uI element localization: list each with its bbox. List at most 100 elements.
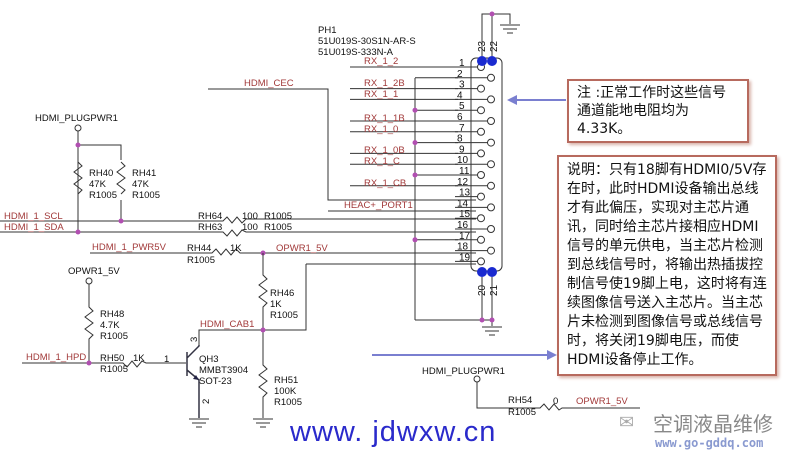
rh54-pkg: R1005 xyxy=(508,407,536,418)
rh64-ref: RH64 xyxy=(198,211,222,222)
power-port xyxy=(473,375,481,383)
net-hdmi-1-sda: HDMI_1_SDA xyxy=(4,222,64,233)
junction xyxy=(489,317,495,323)
rh40-val: 47K xyxy=(89,179,107,190)
hpd-wire xyxy=(22,360,186,368)
connector-part2: 51U019S-333N-A xyxy=(318,47,394,58)
junction xyxy=(86,360,92,366)
wechat-icon: ✉ xyxy=(619,412,635,432)
qh3-pin-b: 1 xyxy=(164,354,169,365)
rh40-ref: RH40 xyxy=(89,168,113,179)
qh3-val: MMBT3904 xyxy=(199,365,248,376)
rh63-ref: RH63 xyxy=(198,222,222,233)
power-port xyxy=(74,124,82,132)
rh50-pkg: R1005 xyxy=(100,364,128,375)
rh44-val: 1K xyxy=(230,243,242,254)
shield-pin-22 xyxy=(487,56,497,66)
net-opwr1-5v: OPWR1_5V xyxy=(276,243,328,254)
rh41-val: 47K xyxy=(132,179,150,190)
pin-number: 18 xyxy=(457,242,469,253)
pin-contact xyxy=(477,235,485,244)
rh48-ref: RH48 xyxy=(100,309,124,320)
note-explanation: 说明：只有18脚有HDMI0/5V存在时，此时HDMI设备输出总线才有此偏压，实… xyxy=(557,155,777,376)
ground-symbol xyxy=(500,24,520,34)
pin-contact xyxy=(477,171,485,179)
logo-title: 空调液晶维修 xyxy=(653,412,773,436)
pin-number: 6 xyxy=(457,112,463,123)
ground-symbol xyxy=(189,418,209,428)
rh63-pkg: R1005 xyxy=(264,222,292,233)
rh63-val: 100 xyxy=(242,222,258,233)
net-rx-1-2b: RX_1_2B xyxy=(364,78,405,89)
pin-contact xyxy=(487,117,495,125)
resistor-rh40-rh41 xyxy=(73,161,126,195)
pin-number: 9 xyxy=(459,144,465,155)
junction xyxy=(412,172,418,178)
qh3-ref: QH3 xyxy=(199,354,219,365)
rh41-pkg: R1005 xyxy=(132,190,160,201)
pin-contact xyxy=(477,149,485,158)
junction xyxy=(479,317,485,323)
net-hdmi-1-pwr5v: HDMI_1_PWR5V xyxy=(92,242,167,253)
pin-contact xyxy=(487,95,495,104)
junction xyxy=(75,142,81,148)
junction xyxy=(412,140,418,146)
net-rx-1-c: RX_1_C xyxy=(364,156,400,167)
net-hdmi-1-hpd: HDMI_1_HPD xyxy=(26,352,86,363)
pin-number: 13 xyxy=(459,188,471,199)
pin-contact xyxy=(477,214,485,223)
net-opwr1-5v-port: OPWR1_5V xyxy=(68,266,120,277)
junction xyxy=(489,11,495,17)
pin-contact xyxy=(477,192,485,201)
pin-number: 3 xyxy=(459,80,465,91)
rh54-ref: RH54 xyxy=(508,395,532,406)
rh64-pkg: R1005 xyxy=(264,211,292,222)
pin-number: 2 xyxy=(457,69,463,80)
net-rx-1-0b: RX_1_0B xyxy=(364,145,405,156)
rh46-pkg: R1005 xyxy=(270,310,298,321)
junction xyxy=(260,327,266,333)
connector-ref: PH1 xyxy=(318,25,336,36)
pin-contact xyxy=(477,84,485,93)
pin-contact xyxy=(487,246,495,255)
pin-number: 11 xyxy=(459,166,470,177)
net-opwr1-5v-2: OPWR1_5V xyxy=(576,396,628,407)
pin-contact xyxy=(487,138,495,147)
pin-label-21: 21 xyxy=(489,284,500,296)
cab-wires xyxy=(198,253,476,418)
junction xyxy=(412,237,418,243)
pin-contact xyxy=(487,203,495,212)
rh54-val: 0 xyxy=(553,396,558,407)
shield-pin-20 xyxy=(477,267,487,277)
rh46-val: 1K xyxy=(270,299,282,310)
pin-number: 15 xyxy=(459,209,471,220)
pin-number: 10 xyxy=(457,155,469,166)
rh44-pkg: R1005 xyxy=(187,255,215,266)
pin-contact xyxy=(477,106,485,115)
note-resistance: 注 :正常工作时这些信号通道能地电阻均为4.33K。 xyxy=(567,79,749,143)
shield-pin-23 xyxy=(477,56,487,66)
rh64-val: 100 xyxy=(242,211,258,222)
power-port xyxy=(85,277,93,285)
pin-contact xyxy=(477,257,485,266)
rh44-ref: RH44 xyxy=(187,243,211,254)
pin-label-22: 22 xyxy=(489,40,500,52)
cec-wire xyxy=(208,88,476,201)
pin-number: 8 xyxy=(457,134,463,145)
logo: ✉ 空调液晶维修 www.go-gddq.com xyxy=(615,408,791,454)
junction xyxy=(118,218,124,224)
net-rx-1-0: RX_1_0 xyxy=(364,124,398,135)
pin-number: 19 xyxy=(459,252,471,263)
net-rx-1-2: RX_1_2 xyxy=(364,56,398,67)
qh3-pkg: SOT-23 xyxy=(199,376,232,387)
net-hdmi-plugpwr1: HDMI_PLUGPWR1 xyxy=(35,113,118,124)
qh3-pin-c: 3 xyxy=(189,337,200,342)
junction xyxy=(412,107,418,113)
scl-sda-wires xyxy=(0,216,476,237)
logo-url: www.go-gddq.com xyxy=(655,436,764,450)
arrow-head xyxy=(547,350,557,360)
transistor-qh3 xyxy=(186,345,200,418)
net-hdmi-plugpwr1-2: HDMI_PLUGPWR1 xyxy=(422,366,505,377)
